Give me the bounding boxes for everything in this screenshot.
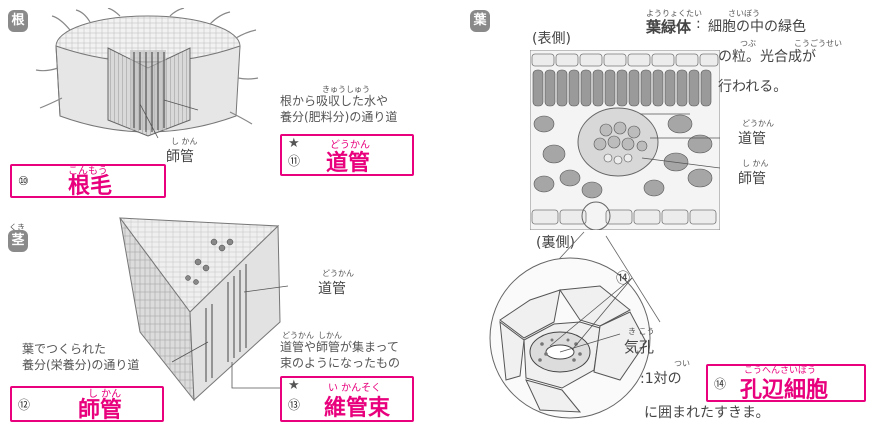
stem-badge-ruby: くき (9, 223, 25, 232)
question-11-number: ⑪ (288, 154, 301, 168)
bundle-description-ruby-vessel: どうかん (282, 331, 314, 340)
root-section-badge: 根 (8, 10, 28, 32)
chloroplast-term: 葉緑体 (646, 18, 692, 36)
stoma-pair-text: :1対の (640, 371, 682, 387)
chloroplast-ruby: ようりょくたい (646, 9, 702, 18)
root-sieve-tube-label: 師管 (166, 149, 194, 165)
stoma-ruby: き こう (628, 327, 655, 336)
answer-root-hair-ruby: こんもう (68, 166, 108, 177)
leaf-vessel-ruby: どうかん (742, 119, 774, 128)
bundle-description-line2: 束のようになったもの (280, 356, 401, 370)
question-10-number: ⑩ (18, 174, 29, 188)
leaf-upper-side-label: (表側) (532, 31, 571, 47)
grain-ruby: つぶ (740, 39, 756, 48)
bundle-description-ruby-sieve: しかん (318, 331, 342, 340)
stem-vessel-ruby: どうかん (322, 269, 354, 278)
root-vessel-description-line1: 根から吸収した水や (280, 94, 389, 108)
question-14-number: ⑭ (714, 377, 727, 391)
answer-box-root-hair: ⑩ こんもう 根毛 (10, 164, 166, 199)
answer-box-sieve-tube: ⑫ し かん 師管 (10, 386, 164, 423)
answer-vessel-root-ruby: どうかん (330, 140, 370, 151)
pair-ruby: つい (674, 359, 690, 368)
answer-vascular-bundle-ruby: い かんそく (328, 383, 382, 394)
chloroplast-colon: : (696, 16, 701, 32)
photosynthesis-ruby: こうごうせい (794, 39, 842, 48)
stem-cross-section-illustration (118, 217, 289, 402)
leaf-lower-side-label: (裏側) (536, 235, 575, 251)
stoma-surrounded-text: に囲まれたすきま。 (644, 405, 770, 421)
stoma-magnified-illustration (489, 231, 661, 419)
answer-guard-cells-ruby: こうへんさいぼう (744, 366, 817, 376)
bundle-description-line1: 道管や師管が集まって (280, 340, 399, 354)
chloroplast-description-line1: 細胞の中の緑色 (708, 19, 806, 35)
guard-cell-marker: ⑭ (616, 271, 630, 287)
chloroplast-description-line2: の粒。光合成が (718, 49, 816, 65)
answer-sieve-tube: 師管 (78, 398, 123, 423)
leaf-vessel-label: 道管 (738, 131, 766, 147)
stem-section-badge: 茎 (8, 230, 28, 252)
stoma-term: 気孔 (624, 338, 655, 356)
root-sieve-tube-ruby: し かん (171, 137, 198, 146)
answer-box-vascular-bundle: ★ ⑬ い かんそく 維管束 (280, 376, 414, 422)
leaf-sieve-label: 師管 (738, 171, 766, 187)
leaf-cross-section-illustration (530, 50, 720, 230)
phloem-description-line2: 養分(栄養分)の通り道 (22, 358, 140, 372)
cell-ruby: さいぼう (728, 9, 760, 18)
root-vessel-description-line2: 養分(肥料分)の通り道 (280, 110, 398, 124)
answer-vascular-bundle: 維管束 (324, 396, 391, 421)
question-12-number: ⑫ (18, 398, 31, 412)
answer-guard-cells: 孔辺細胞 (740, 378, 829, 403)
answer-vessel-root: 道管 (326, 151, 371, 176)
star-icon: ★ (288, 378, 300, 393)
chloroplast-description-line3: 行われる。 (718, 79, 788, 95)
answer-box-guard-cells: ⑭ こうへんさいぼう 孔辺細胞 (706, 364, 866, 403)
root-absorb-ruby: きゅうしゅう (322, 85, 370, 94)
leaf-section-badge: 葉 (470, 10, 490, 32)
answer-sieve-tube-ruby: し かん (88, 389, 122, 400)
answer-box-vessel-root: ★ ⑪ どうかん 道管 (280, 134, 414, 176)
phloem-description-line1: 葉でつくられた (22, 342, 107, 356)
root-cross-section-illustration (35, 8, 259, 139)
leaf-sieve-ruby: し かん (742, 159, 769, 168)
answer-root-hair: 根毛 (68, 174, 113, 199)
stem-vessel-label: 道管 (318, 281, 346, 297)
question-13-number: ⑬ (288, 398, 301, 412)
star-icon: ★ (288, 136, 300, 151)
